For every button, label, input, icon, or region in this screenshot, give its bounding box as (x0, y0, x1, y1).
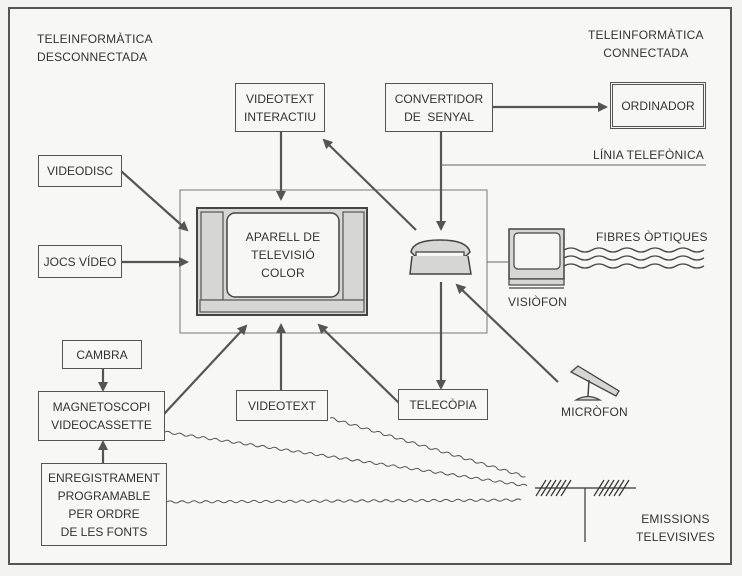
box-text: DE LES FONTS (60, 524, 148, 539)
arrow-magnetoscopi-to-tv (163, 324, 248, 415)
label-linia-telefonica: LÍNIA TELEFÒNICA (593, 148, 705, 162)
tv-label-line: COLOR (261, 266, 305, 280)
label-fibres-optiques: FIBRES ÒPTIQUES (596, 230, 708, 244)
box-text: DE SENYAL (404, 109, 474, 124)
label-line: DESCONNECTADA (37, 50, 148, 64)
box-text: VIDEOCASSETTE (51, 418, 152, 432)
arrow-videodisc-to-tv (120, 170, 189, 232)
box-text: CAMBRA (76, 347, 128, 362)
box-text: MAGNETOSCOPI (52, 400, 151, 414)
box-jocs-video: JOCS VÍDEO (38, 245, 122, 278)
label-connected: TELEINFORMÀTICA CONNECTADA (588, 26, 704, 62)
broadcast-waves (164, 417, 528, 504)
fibre-optic-lines (563, 247, 705, 269)
box-magnetoscopi: MAGNETOSCOPI VIDEOCASSETTE (38, 391, 165, 441)
label-microfon: MICRÒFON (561, 405, 628, 419)
box-convertidor-de-senyal: CONVERTIDOR DE SENYAL (385, 83, 493, 132)
label-line: CONNECTADA (603, 46, 689, 60)
label-line: TELEINFORMÀTICA (588, 28, 704, 42)
box-telecopia: TELECÒPIA (398, 389, 488, 420)
microphone-icon (569, 365, 620, 401)
broadcast-wave (164, 430, 528, 487)
tv-label-line: APARELL DE (245, 230, 321, 244)
broadcast-wave (166, 498, 522, 504)
box-videodisc: VIDEODISC (38, 155, 122, 187)
fibre-wave (563, 263, 705, 269)
box-text: JOCS VÍDEO (43, 254, 117, 269)
arrow-phone-to-videotext-interactiu (322, 138, 417, 231)
box-videotext: VIDEOTEXT (236, 390, 328, 421)
box-text: PER ORDRE (68, 506, 140, 521)
fibre-wave (563, 255, 705, 261)
visiophone-icon (508, 228, 565, 289)
box-text: CONVERTIDOR (394, 91, 484, 106)
label-line: EMISSIONS (641, 512, 710, 526)
telephone-icon (409, 239, 472, 275)
box-text: ORDINADOR (621, 98, 695, 113)
box-text: VIDEOTEXT (245, 91, 314, 106)
tv-label-line: TELEVISIÓ (251, 248, 315, 262)
box-enregistrament-programable: ENREGISTRAMENT PROGRAMABLE PER ORDRE DE … (41, 463, 167, 546)
box-text: INTERACTIU (244, 109, 316, 124)
label-emissions-televisives: EMISSIONS TELEVISIVES (636, 510, 715, 546)
antenna-icon (535, 479, 636, 542)
fibre-wave (563, 247, 705, 253)
box-text: ENREGISTRAMENT (47, 470, 160, 485)
label-disconnected: TELEINFORMÀTICA DESCONNECTADA (37, 30, 153, 66)
arrow-microphone-to-phone (455, 283, 559, 383)
box-cambra: CAMBRA (62, 340, 142, 369)
tv-set-icon (196, 207, 368, 316)
box-text: TELECÒPIA (409, 397, 477, 412)
arrow-telecopia-to-tv (317, 323, 400, 404)
tv-label: APARELL DE TELEVISIÓ COLOR (228, 228, 338, 282)
box-videotext-interactiu: VIDEOTEXT INTERACTIU (235, 83, 325, 132)
broadcast-wave (329, 417, 526, 478)
box-text: PROGRAMABLE (57, 488, 151, 503)
box-text: VIDEODISC (46, 164, 113, 178)
label-line: TELEINFORMÀTICA (37, 32, 153, 46)
box-text: VIDEOTEXT (247, 398, 316, 413)
label-visiofon: VISIÒFON (508, 295, 567, 309)
box-ordinador: ORDINADOR (610, 82, 706, 129)
label-line: TELEVISIVES (636, 530, 715, 544)
